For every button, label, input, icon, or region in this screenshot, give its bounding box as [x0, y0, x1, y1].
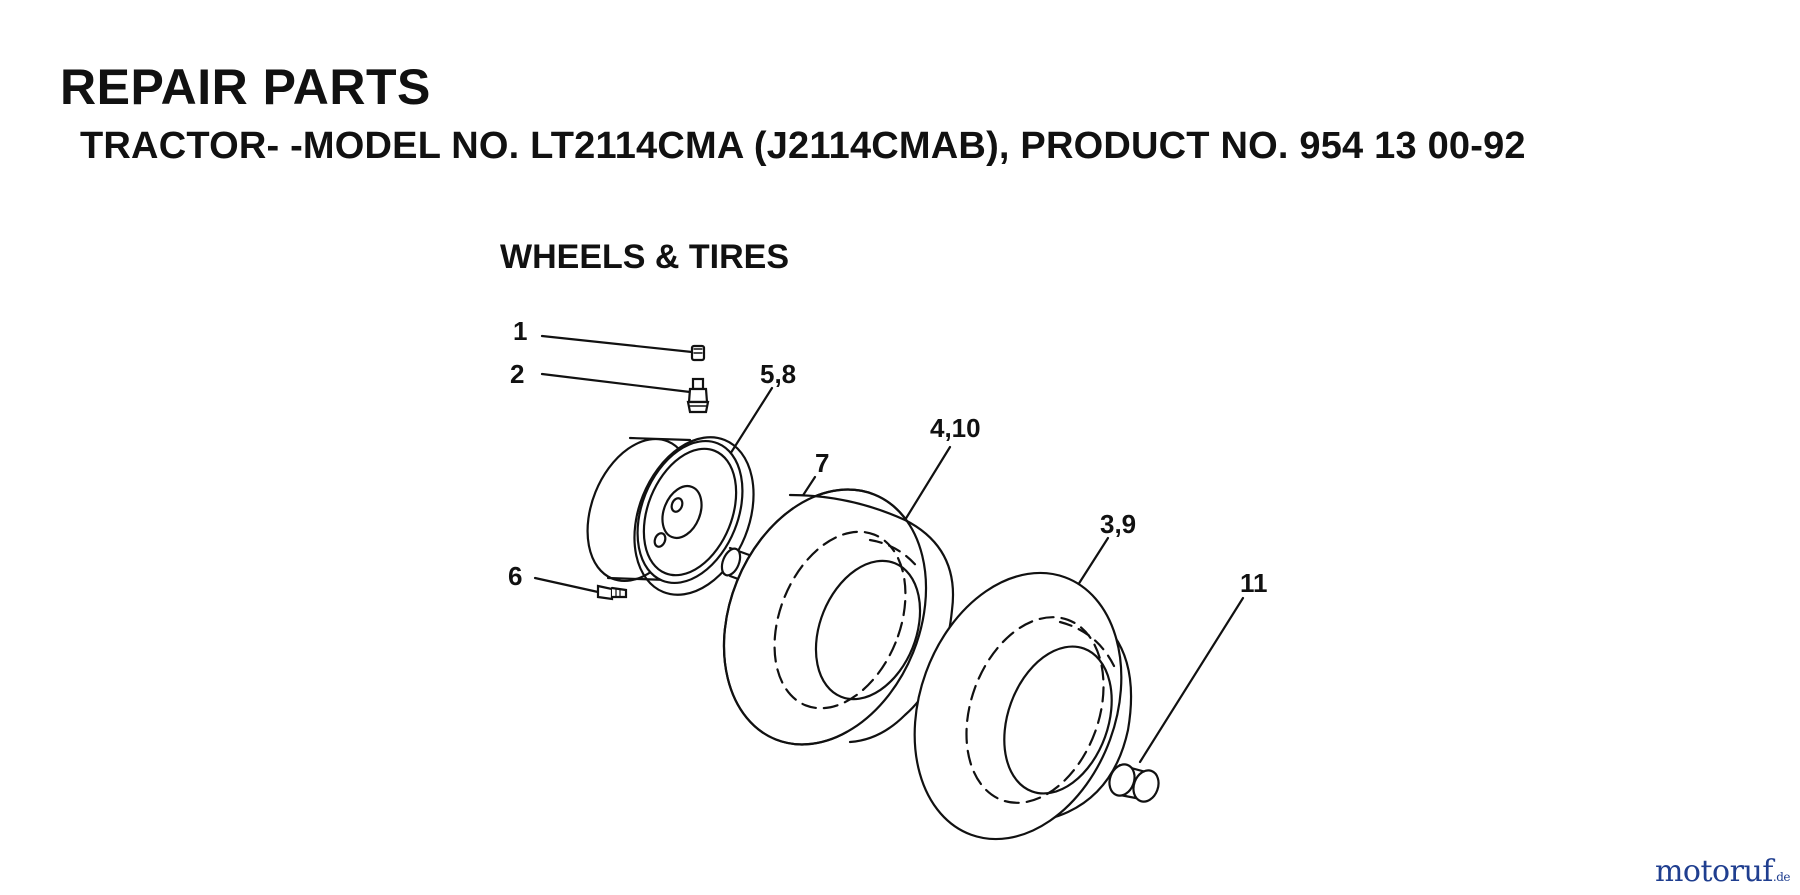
watermark-logo: motoruf.de — [1654, 854, 1791, 889]
watermark-tld: .de — [1772, 870, 1791, 884]
leader-line-410 — [903, 445, 952, 522]
leader-line-6 — [533, 576, 600, 594]
leader-line-1 — [540, 334, 694, 354]
watermark-name-a: motor — [1654, 854, 1744, 889]
rim-wheel-part — [586, 436, 755, 596]
callout-6: 6 — [508, 561, 522, 591]
callout-1: 1 — [513, 316, 527, 346]
valve-cap-part — [690, 344, 706, 362]
callout-11: 11 — [1240, 568, 1268, 598]
callout-7: 7 — [815, 448, 829, 478]
leader-line-2 — [540, 372, 692, 394]
valve-stem-part — [686, 377, 710, 414]
model-subtitle: TRACTOR- -MODEL NO. LT2114CMA (J2114CMAB… — [80, 125, 1526, 167]
watermark-name-b: uf — [1743, 854, 1773, 889]
callout-4-10: 4,10 — [930, 413, 981, 443]
leader-line-11 — [1138, 596, 1245, 764]
section-title: WHEELS & TIRES — [500, 238, 790, 276]
callout-5-8: 5,8 — [760, 359, 796, 389]
front-tire-part — [722, 488, 955, 746]
hub-cap-part — [1108, 763, 1160, 803]
page-title: REPAIR PARTS — [60, 59, 431, 115]
callout-2: 2 — [510, 359, 524, 389]
rear-tire-part — [913, 571, 1133, 841]
callout-3-9: 3,9 — [1100, 509, 1136, 539]
bolt-part — [596, 584, 628, 601]
